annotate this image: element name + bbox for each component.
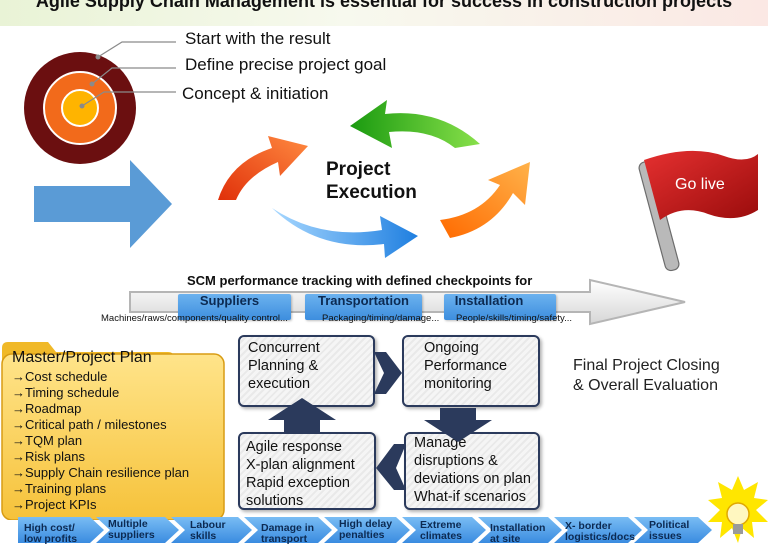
risk-chevron-strip [18,517,712,543]
stage-title-transportation: Transportation [317,293,409,308]
orange-cycle-arrow [440,162,530,238]
stage-title-installation: Installation [454,293,524,308]
target-diagram [24,41,176,164]
red-cycle-arrow [218,136,308,200]
risk-chevron [171,517,252,543]
lightbulb-icon [708,476,768,543]
flag-label: Go live [675,176,725,193]
stage-title-suppliers: Suppliers [199,293,260,308]
closing-line-1: Final Project Closing [573,357,720,374]
plan-item: →Cost schedule [12,369,108,384]
flag-icon [638,150,758,272]
stage-installation [444,294,556,320]
big-blue-arrow [34,160,172,248]
closing-line-2: & Overall Evaluation [573,377,718,394]
stage-desc-suppliers: Machines/raws/components/quality control… [101,313,288,324]
plan-item: →Roadmap [12,401,82,416]
center-title-line-2: Execution [326,182,417,203]
blue-cycle-arrow [272,208,418,258]
arrow-left-connector [376,444,406,490]
risk-chevron [634,517,712,543]
center-title-line-1: Project [326,159,391,180]
target-label-result: Start with the result [185,29,331,48]
risk-chevron [18,517,104,543]
plan-item: →Critical path / milestones [12,417,167,432]
plan-item: →TQM plan [12,433,83,448]
project-execution-title: Project Execution [326,158,417,204]
closing-text: Final Project Closing & Overall Evaluati… [573,356,720,396]
stage-suppliers [178,294,291,320]
stage-desc-installation: People/skills/timing/safety... [456,313,572,324]
leader-line-2 [91,67,176,85]
risk-chevron [244,517,332,543]
arrow-up-connector [268,398,336,432]
plan-item: →Supply Chain resilience plan [12,465,190,480]
risk-chevron [324,517,410,543]
plan-list: →Cost schedule →Timing schedule →Roadmap… [12,369,189,513]
risk-label: High cost/low profits [24,522,78,545]
page-title: Agile Supply Chain Management is essenti… [35,0,733,11]
plan-item: →Timing schedule [12,385,120,400]
arrow-right-connector [374,352,402,394]
risk-chevron [96,517,179,543]
target-label-goal: Define precise project goal [185,55,387,74]
plan-folder [1,342,225,520]
risk-chevron [478,517,562,543]
plan-item: →Training plans [12,481,107,496]
leader-line-1 [97,41,176,58]
leader-line-3 [81,91,176,107]
target-inner-ring [61,89,99,127]
plan-item: →Risk plans [12,449,85,464]
scm-heading: SCM performance tracking with defined ch… [187,273,533,288]
plan-item: →Project KPIs [12,497,97,512]
title-banner [0,0,768,26]
risk-chevron [554,517,642,543]
execution-graphics [34,100,758,272]
plan-title: Master/Project Plan [12,349,152,366]
arrow-down-connector [424,408,492,442]
green-cycle-arrow [350,100,480,148]
risk-chevron [402,517,486,543]
target-label-concept: Concept & initiation [182,84,329,103]
stage-desc-transportation: Packaging/timing/damage... [322,313,440,324]
stage-transportation [305,294,422,320]
cycle-connectors [268,352,492,490]
